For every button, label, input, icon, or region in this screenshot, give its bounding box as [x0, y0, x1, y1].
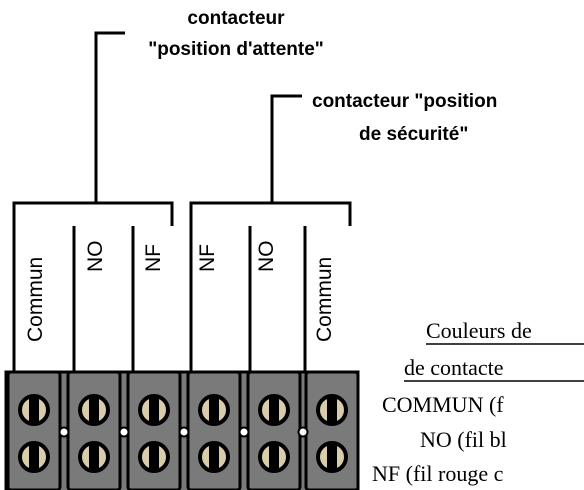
legend-line-nf: NF (fil rouge c — [372, 461, 504, 486]
screw-slot — [327, 398, 337, 422]
screw-slot — [149, 445, 159, 469]
leader-securite — [270, 94, 302, 203]
screw-slot — [89, 398, 99, 422]
screw-slot — [149, 398, 159, 422]
legend-line-no: NO (fil bl — [420, 427, 507, 452]
leader-attente — [94, 31, 125, 203]
wire-label-commun-1: Commun — [24, 257, 47, 342]
screw-slot — [269, 445, 279, 469]
connector-dot — [238, 426, 250, 438]
connector-dot — [58, 426, 70, 438]
screw-slot — [89, 445, 99, 469]
bracket-attente — [12, 201, 174, 226]
wire-label-no-1: NO — [84, 241, 107, 273]
wires — [12, 226, 307, 372]
legend-line-commun: COMMUN (f — [382, 392, 504, 417]
screw-slot — [209, 445, 219, 469]
screw-slot — [209, 398, 219, 422]
wire-label-commun-2: Commun — [313, 257, 336, 342]
color-legend: Couleurs de de contacte COMMUN (f NO (fi… — [372, 318, 584, 486]
label-securite-line2: de sécurité" — [359, 124, 468, 145]
screw-slot — [29, 398, 39, 422]
label-attente-line1: contacteur — [187, 8, 285, 29]
label-securite-line1: contacteur "position — [312, 91, 497, 112]
bracket-securite — [189, 201, 352, 226]
connector-dot — [118, 426, 130, 438]
connector-dot — [297, 426, 309, 438]
screw-slot — [327, 445, 337, 469]
screw-slot — [29, 445, 39, 469]
wire-label-nf-2: NF — [196, 244, 219, 272]
wire-label-no-2: NO — [255, 241, 278, 273]
label-attente-line2: "position d'attente" — [148, 39, 324, 60]
screw-slot — [269, 398, 279, 422]
legend-title-line1: Couleurs de — [426, 318, 532, 343]
terminal-strip — [4, 370, 360, 490]
wire-label-nf-1: NF — [142, 244, 165, 272]
legend-title-line2: de contacte — [404, 355, 504, 380]
connector-dot — [178, 426, 190, 438]
